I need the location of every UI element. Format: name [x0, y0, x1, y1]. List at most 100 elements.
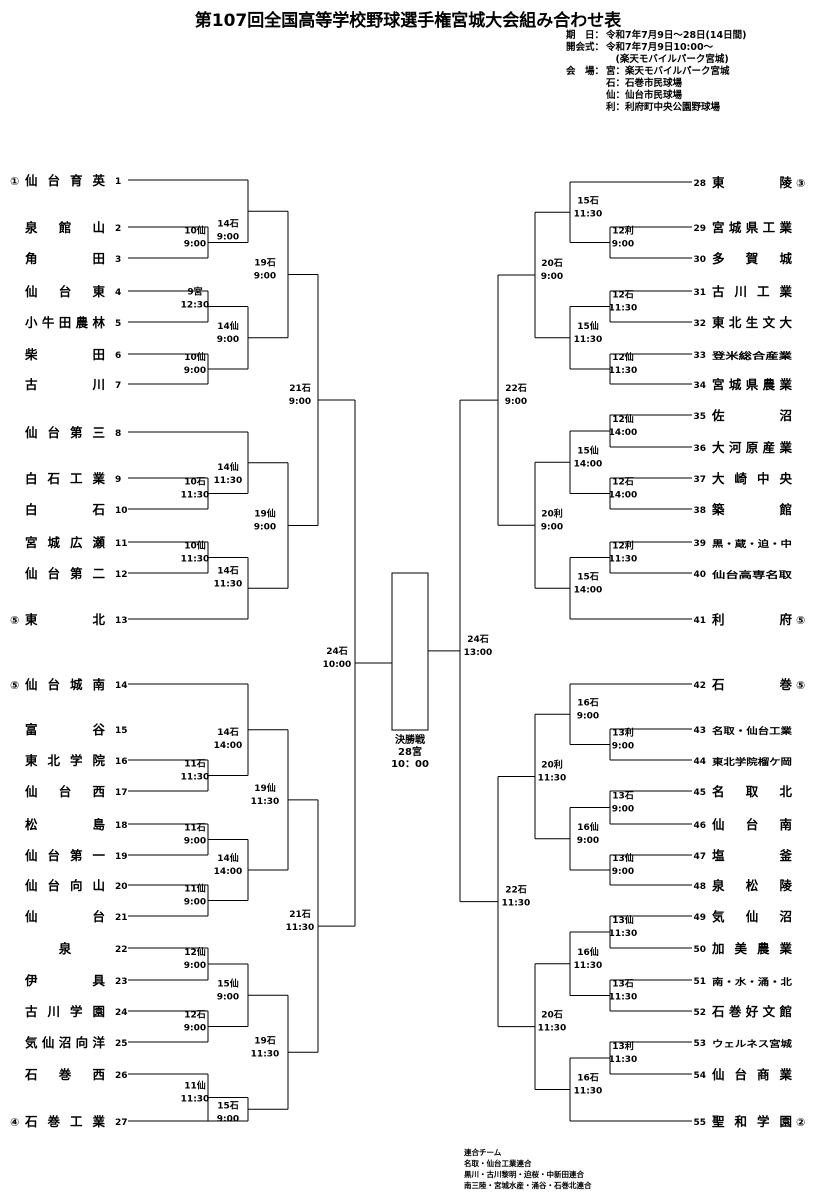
game-time-label: 14:00	[609, 491, 638, 501]
game-venue-label: 13利	[612, 1040, 634, 1052]
team-number: 53	[693, 1039, 706, 1049]
team-number: 31	[693, 288, 706, 298]
game-venue-label: 12仙	[612, 351, 634, 363]
team-number: 8	[115, 429, 121, 439]
game-venue-label: 10仙	[184, 540, 206, 552]
team-number: 38	[693, 506, 706, 516]
game-venue-label: 14仙	[217, 320, 239, 332]
team-name: 築館	[711, 502, 792, 517]
team-name: 宮城広瀬	[25, 535, 106, 550]
game-venue-label: 20利	[541, 759, 563, 771]
game-time-label: 14:00	[214, 741, 243, 751]
team-name: 伊具	[24, 973, 106, 988]
game-time-label: 9:00	[541, 522, 563, 532]
team-name: 東北生文大	[712, 315, 793, 330]
team-number: 36	[693, 444, 706, 454]
game-venue-label: 13石	[612, 791, 634, 802]
team-number: 3	[115, 255, 121, 265]
team-number: 33	[693, 351, 706, 361]
game-time-label: 11:30	[538, 1024, 567, 1034]
game-venue-label: 19仙	[254, 782, 276, 794]
team-number: 54	[693, 1071, 706, 1081]
team-name: 東北学院榴ケ岡	[712, 756, 792, 768]
team-number: 18	[115, 821, 128, 831]
seed-badge: ⑤	[10, 614, 19, 627]
team-number: 51	[693, 977, 706, 987]
game-venue-label: 11仙	[184, 1080, 206, 1092]
game-time-label: 11:30	[181, 491, 210, 501]
team-name: 泉	[58, 941, 72, 956]
game-venue-label: 21石	[289, 909, 311, 920]
game-venue-label: 12石	[612, 477, 634, 488]
team-name: 気仙沼向洋	[25, 1035, 106, 1050]
game-time-label: 11:30	[251, 797, 280, 807]
game-time-label: 9:00	[184, 240, 206, 250]
team-name: 小牛田農林	[24, 315, 106, 330]
game-time-label: 11:30	[574, 1087, 603, 1097]
game-time-label: 11:30	[181, 1095, 210, 1105]
team-name: 石巻西	[24, 1067, 105, 1082]
game-time-label: 11:30	[286, 923, 315, 933]
team-name: 仙台向山	[25, 878, 105, 893]
team-name: 名取北	[712, 784, 793, 799]
seed-badge: ③	[796, 177, 805, 190]
game-venue-label: 12利	[612, 540, 634, 552]
team-name: 仙台高専名取	[712, 569, 793, 581]
game-venue-label: 11石	[184, 823, 206, 834]
game-venue-label: 12石	[612, 290, 634, 301]
game-venue-label: 9宮	[187, 286, 202, 298]
game-time-label: 9:00	[505, 397, 527, 407]
game-time-label: 11:30	[538, 774, 567, 784]
team-name: 名取・仙台工業	[712, 725, 793, 737]
game-time-label: 10:00	[323, 660, 352, 670]
team-name: 南・水・涌・北	[712, 976, 792, 988]
game-venue-label: 22石	[505, 885, 527, 896]
game-venue-label: 24石	[326, 646, 348, 657]
game-time-label: 9:00	[612, 240, 634, 250]
game-time-label: 13:00	[464, 648, 493, 658]
info-value: 令和7年7月9日10:00～	[606, 42, 714, 53]
info-value: 仙：仙台市民球場	[606, 90, 683, 101]
team-name: 古川	[25, 377, 105, 392]
team-number: 39	[693, 539, 706, 549]
game-venue-label: 16仙	[577, 821, 599, 833]
game-venue-label: 16仙	[577, 946, 599, 958]
game-time-label: 9:00	[612, 805, 634, 815]
final-time: 10：00	[391, 759, 429, 770]
team-number: 34	[693, 381, 706, 391]
team-number: 5	[115, 319, 121, 329]
team-number: 17	[115, 788, 128, 798]
game-time-label: 9:00	[217, 1114, 239, 1124]
joint-team-item: 黒川・古川黎明・迫桜・中新田連合	[464, 1169, 584, 1179]
team-name: 東北学院	[25, 753, 106, 768]
game-venue-label: 19仙	[254, 508, 276, 520]
game-time-label: 9:00	[577, 836, 599, 846]
game-time-label: 9:00	[254, 272, 276, 282]
game-time-label: 9:00	[217, 992, 239, 1002]
info-label: 期 日：	[566, 30, 605, 41]
info-label: 会 場：	[566, 66, 605, 77]
game-time-label: 14:00	[609, 428, 638, 438]
team-number: 16	[115, 757, 128, 767]
team-number: 42	[693, 681, 706, 691]
team-name: 仙台第二	[25, 566, 106, 581]
game-venue-label: 13石	[612, 979, 634, 990]
game-venue-label: 16石	[577, 697, 599, 708]
game-time-label: 9:00	[217, 232, 239, 242]
game-time-label: 11:30	[502, 899, 531, 909]
team-name: 気仙沼	[712, 909, 792, 924]
team-name: 泉館山	[24, 220, 105, 235]
team-name: 古川工業	[712, 284, 793, 299]
team-name: 白石	[25, 502, 105, 517]
seed-badge: ④	[10, 1116, 19, 1129]
game-venue-label: 13仙	[612, 914, 634, 926]
team-name: 角田	[25, 251, 105, 266]
game-time-label: 11:30	[214, 476, 243, 486]
team-number: 23	[115, 977, 128, 987]
seed-badge: ⑤	[796, 679, 805, 692]
game-time-label: 14:00	[574, 585, 603, 595]
game-venue-label: 11仙	[184, 883, 206, 895]
team-name: 聖和学園	[712, 1114, 792, 1129]
game-time-label: 9:00	[217, 335, 239, 345]
